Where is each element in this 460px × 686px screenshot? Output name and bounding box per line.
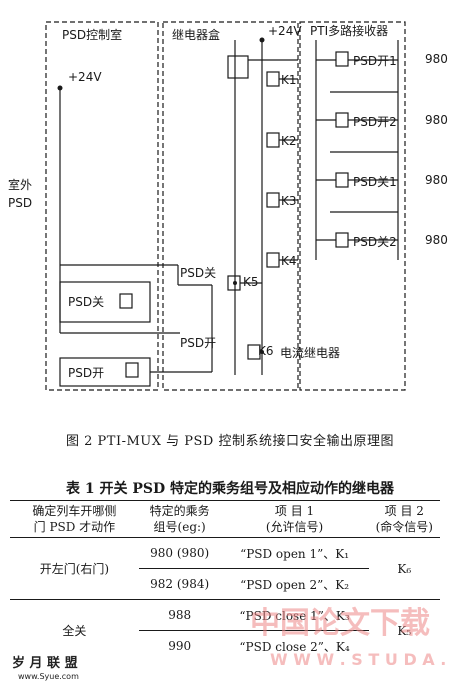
psd-open-button: PSD开 [68, 366, 105, 380]
current-relay-label: 电流继电器 [280, 346, 341, 360]
pti-receiver-label: PTI多路接收器 [310, 24, 389, 38]
psd-label: PSD [8, 196, 33, 210]
pti-box [299, 21, 406, 391]
table-row: 990 “PSD close 2”、K₄ [10, 630, 440, 661]
watermark-left-sub: www.Syue.com [18, 672, 79, 681]
relay-k3-label: K3 [281, 194, 297, 208]
code-980-c: 980 [425, 173, 448, 187]
watermark-left: 岁 月 联 盟 [12, 656, 78, 671]
relay-k4-label: K4 [281, 254, 297, 268]
plus24v-left: +24V [68, 70, 102, 84]
figure-caption: 图 2 PTI-MUX 与 PSD 控制系统接口安全输出原理图 [66, 434, 394, 449]
contact-psd-close-left: PSD关 [180, 266, 217, 280]
k5-cell: K₅ [368, 599, 440, 661]
item1-cell: “PSD close 2”、K₄ [220, 630, 369, 661]
plus24v-right: +24V [268, 24, 302, 38]
code-980-a: 980 [425, 52, 448, 66]
header-col3: 项 目 1(允许信号) [220, 500, 369, 538]
group-cell: 980 (980) [150, 546, 210, 560]
table-row: 全关 988 “PSD close 1”、K₃ K₅ [10, 599, 440, 661]
contact-psd-open-1: PSD开1 [353, 54, 397, 68]
group-cell: 982 (984) [138, 568, 221, 600]
open-button-coil [125, 362, 139, 378]
contact-psd-open-left: PSD开 [180, 336, 217, 350]
group-cell: 988 [138, 599, 221, 631]
header-col1: 确定列车开哪侧门 PSD 才动作 [10, 500, 139, 538]
header-col2: 特定的乘务组号(eg:) [138, 500, 221, 538]
table-row: 982 (984) “PSD open 2”、K₂ [10, 568, 440, 600]
table-title: 表 1 开关 PSD 特定的乘务组号及相应动作的继电器 [65, 481, 394, 497]
outdoor-label: 室外 [8, 178, 33, 192]
relay-k5-label: K5 [243, 275, 259, 289]
k6-cell: K₆ [397, 561, 412, 576]
relay-table: 确定列车开哪侧门 PSD 才动作 特定的乘务组号(eg:) 项 目 1(允许信号… [10, 500, 440, 661]
relay-box [162, 21, 299, 391]
watermark-right-cn: 中国论文下载 [250, 606, 430, 641]
item1-cell: “PSD open 2”、K₂ [220, 568, 369, 600]
close-all-cell: 全关 [10, 599, 139, 661]
item1-cell: “PSD open 1”、K₁ [240, 546, 350, 561]
header-col4: 项 目 2(命令信号) [368, 500, 440, 538]
table-row: 开左门(右门) 980 (980) “PSD open 1”、K₁ K₆ [10, 538, 440, 576]
contact-psd-close-2: PSD关2 [353, 235, 397, 249]
code-980-d: 980 [425, 233, 448, 247]
item1-cell: “PSD close 1”、K₃ [220, 599, 369, 631]
relay-box-label: 继电器盒 [172, 28, 221, 42]
psd-control-room-label: PSD控制室 [62, 28, 123, 42]
relay-k1-label: K1 [281, 73, 297, 87]
psd-control-box [45, 21, 159, 391]
contact-psd-open-2: PSD开2 [353, 115, 397, 129]
open-doors-cell: 开左门(右门) [39, 562, 110, 576]
psd-close-button: PSD关 [68, 295, 105, 309]
group-cell: 990 [138, 630, 221, 661]
relay-k2-label: K2 [281, 134, 297, 148]
code-980-b: 980 [425, 113, 448, 127]
contact-psd-close-1: PSD关1 [353, 175, 397, 189]
close-button-coil [119, 293, 133, 309]
relay-k6-label: K6 [258, 344, 274, 358]
circuit-diagram [45, 21, 406, 391]
watermark-right-en: W W W . S T U D A . [270, 650, 447, 669]
